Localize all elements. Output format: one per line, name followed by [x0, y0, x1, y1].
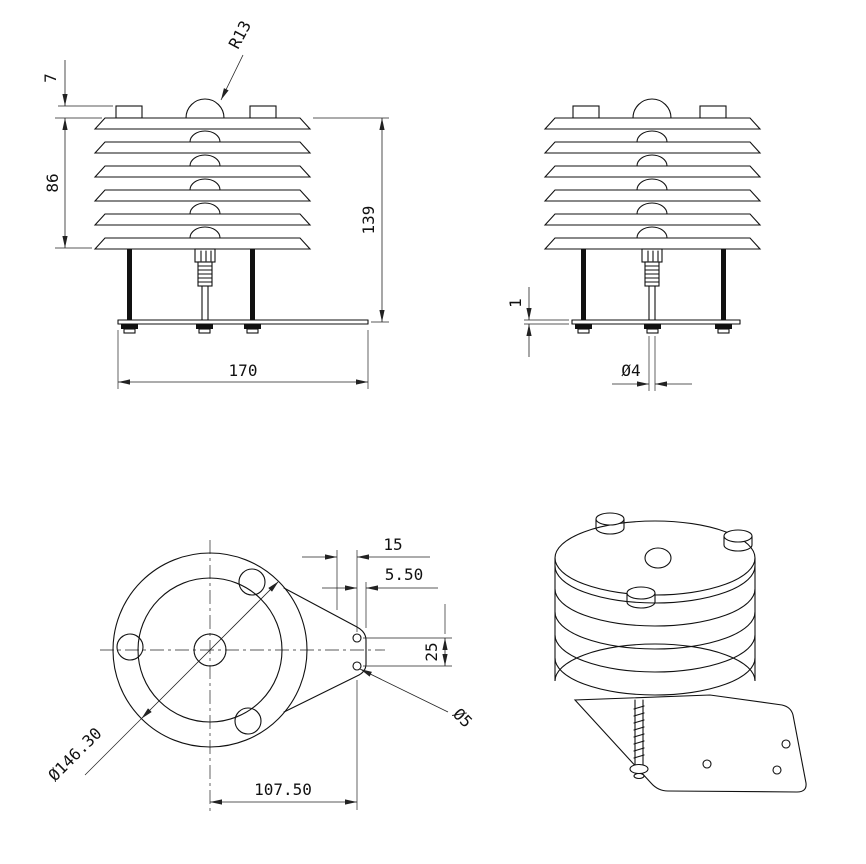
- tab-holes: [352, 633, 362, 671]
- isometric-view: [554, 512, 807, 793]
- side-top-cap-right: [699, 105, 727, 119]
- dim-rod-diameter: Ø4: [621, 361, 640, 380]
- front-inner-column-arcs: [189, 130, 221, 239]
- side-top-cap-left: [572, 105, 600, 119]
- dim-cap-height: 7: [41, 73, 60, 83]
- dim-base-width: 170: [229, 361, 258, 380]
- dim-hole-spacing: 25: [422, 642, 441, 661]
- side-sensor-assembly: [641, 248, 663, 321]
- front-leg-right: [250, 249, 255, 320]
- iso-bracket-holes: [702, 739, 791, 775]
- dim-center-to-holes: 107.50: [254, 780, 312, 799]
- dim-outer-diameter: Ø146.30: [44, 724, 105, 785]
- side-dimensions: 1 Ø4: [506, 287, 692, 391]
- front-top-cap-right: [249, 105, 277, 119]
- front-top-cap-left: [115, 105, 143, 119]
- side-inner-column-arcs: [636, 130, 668, 239]
- bottom-dimensions: 15 5.50 25 Ø5 Ø146.30 107.50: [44, 535, 476, 810]
- side-base-plate: [571, 319, 741, 325]
- dim-hole-edge-offset: 5.50: [385, 565, 424, 584]
- bottom-view: 15 5.50 25 Ø5 Ø146.30 107.50: [44, 535, 476, 812]
- iso-bracket-plate: [573, 694, 807, 793]
- iso-screw: [629, 699, 649, 780]
- front-base-plate: [117, 319, 369, 325]
- front-dome: [185, 98, 225, 119]
- dim-tab-width: 15: [383, 535, 402, 554]
- front-nuts: [121, 324, 261, 334]
- side-view: 1 Ø4: [506, 98, 762, 391]
- dim-total-height: 139: [359, 206, 378, 235]
- outer-circle: [112, 552, 308, 748]
- bolt-holes: [116, 568, 266, 735]
- side-nuts: [575, 324, 732, 334]
- inner-circle: [137, 577, 283, 723]
- iso-top-bosses: [595, 512, 753, 609]
- iso-center-hole: [644, 547, 672, 569]
- side-louver-stack: [543, 117, 762, 250]
- dim-stack-height: 86: [43, 173, 62, 192]
- side-leg-right: [721, 249, 726, 320]
- front-view: 7 86 139 170 R13: [41, 17, 389, 389]
- front-dimensions: 7 86 139 170 R13: [41, 17, 389, 389]
- dim-hole-diameter: Ø5: [449, 704, 476, 731]
- side-dome: [632, 98, 672, 119]
- dim-dome-radius: R13: [225, 17, 255, 51]
- front-louver-stack: [93, 117, 312, 250]
- front-leg-left: [127, 249, 132, 320]
- side-leg-left: [581, 249, 586, 320]
- front-sensor-assembly: [194, 248, 216, 321]
- dim-plate-thickness: 1: [506, 298, 525, 308]
